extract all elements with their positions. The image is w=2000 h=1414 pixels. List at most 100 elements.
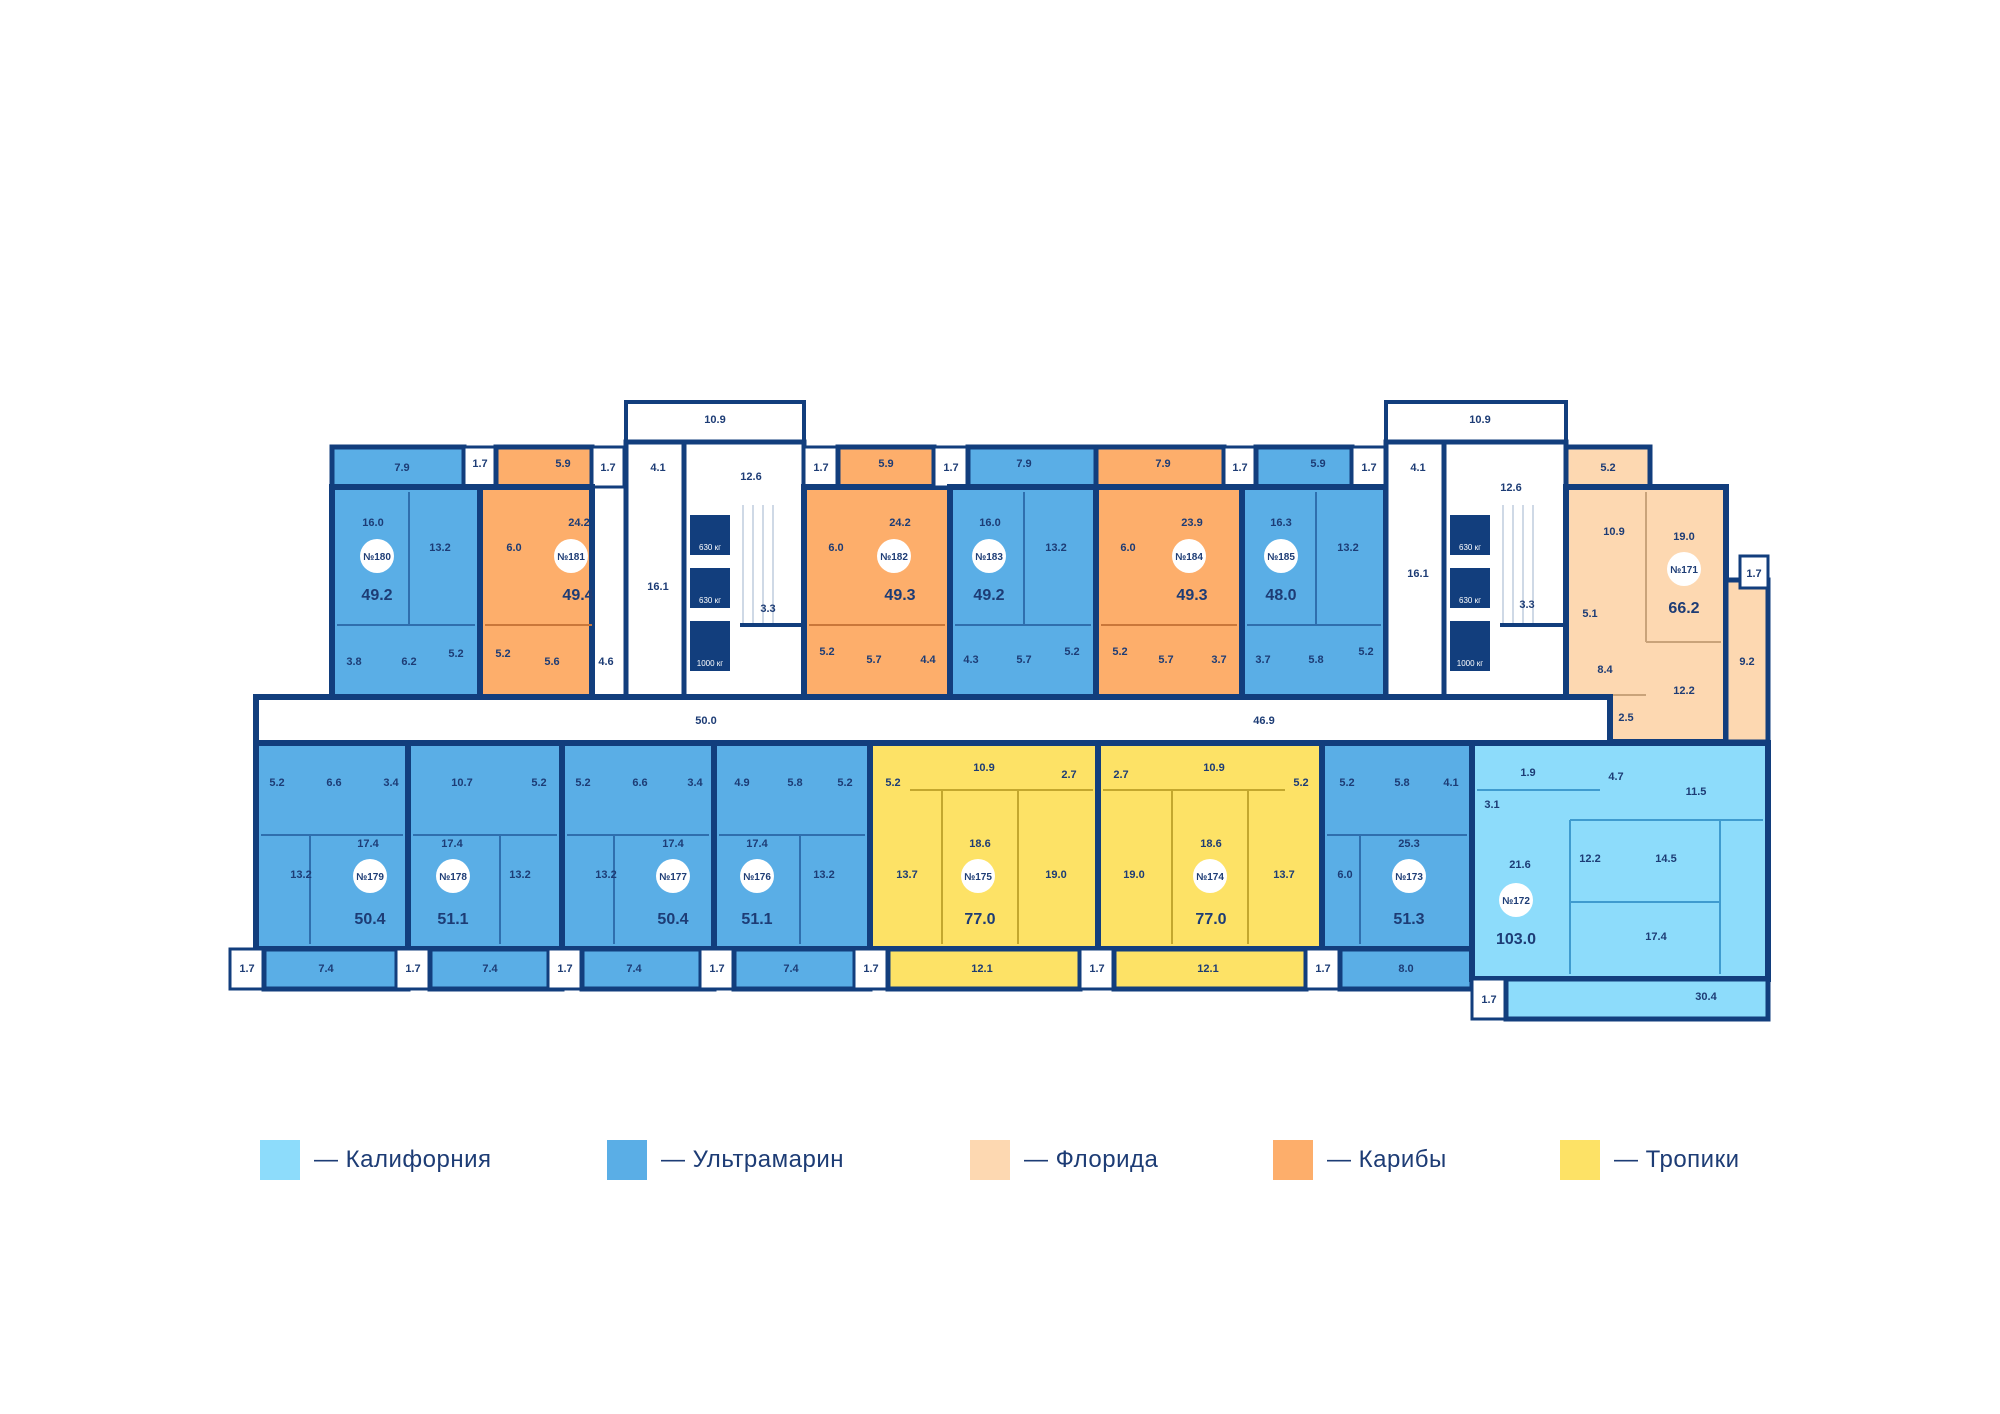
room-label: 17.4 xyxy=(746,838,768,850)
room-label: 2.5 xyxy=(1618,712,1633,724)
room-label: 13.2 xyxy=(290,869,311,881)
room-label: 5.2 xyxy=(531,777,546,789)
room-label: 6.0 xyxy=(1337,869,1352,881)
legend-label: — Калифорния xyxy=(314,1146,492,1173)
lift-630-icon xyxy=(1450,568,1490,608)
room-label: 9.2 xyxy=(1739,656,1754,668)
balcony xyxy=(731,946,873,992)
corridor xyxy=(253,694,1613,746)
room-label: 17.4 xyxy=(441,838,463,850)
legend-item-california: — Калифорния xyxy=(260,1140,492,1180)
room-label: 3.7 xyxy=(1255,654,1270,666)
room-label: 17.4 xyxy=(662,838,684,850)
balcony xyxy=(1563,444,1653,490)
apartment-174[interactable] xyxy=(1078,740,1325,992)
stair-label: 10.9 xyxy=(1469,414,1490,426)
balcony xyxy=(1337,946,1475,992)
corridor-label: 50.0 xyxy=(695,715,716,727)
room-label: 5.6 xyxy=(544,656,559,668)
apartment-body xyxy=(711,740,873,952)
apartment-area: 49.3 xyxy=(1176,587,1207,604)
room-label: 12.2 xyxy=(1673,685,1694,697)
room-label: 10.7 xyxy=(451,777,472,789)
apartment-179[interactable] xyxy=(228,740,411,992)
balcony xyxy=(493,444,595,490)
apartment-number: №171 xyxy=(1670,565,1698,576)
room-label: 18.6 xyxy=(969,838,990,850)
balcony xyxy=(261,946,411,992)
lift-630-icon xyxy=(690,568,730,608)
room-label: 5.2 xyxy=(575,777,590,789)
room-label: 13.2 xyxy=(509,869,530,881)
room-label: 6.6 xyxy=(326,777,341,789)
room-label: 16.0 xyxy=(979,517,1000,529)
apartment-177[interactable] xyxy=(546,740,717,992)
apartment-number: №181 xyxy=(557,552,585,563)
room-label: 13.7 xyxy=(896,869,917,881)
room-label: 6.2 xyxy=(401,656,416,668)
room-label: 5.1 xyxy=(1582,608,1597,620)
hall-label: 12.6 xyxy=(740,471,761,483)
apartment-body xyxy=(801,484,953,700)
apartment-number: №176 xyxy=(743,872,771,883)
stairs-label: 3.3 xyxy=(760,603,775,615)
balcony xyxy=(1093,444,1227,490)
apartment-body xyxy=(1093,484,1245,700)
apartment-180[interactable] xyxy=(329,444,498,700)
apartment-area: 48.0 xyxy=(1265,587,1296,604)
apartment-181[interactable] xyxy=(477,444,626,700)
apartment-area: 103.0 xyxy=(1496,931,1536,948)
lift-block-right xyxy=(1383,439,1569,700)
balcony xyxy=(1503,976,1771,1022)
room-label: 18.6 xyxy=(1200,838,1221,850)
room-label: 13.2 xyxy=(595,869,616,881)
apartment-172[interactable] xyxy=(1469,740,1771,1022)
balcony-label: 5.9 xyxy=(555,458,570,470)
apartment-number: №172 xyxy=(1502,896,1530,907)
room-label: 4.6 xyxy=(598,656,613,668)
room-label: 5.2 xyxy=(448,648,463,660)
room-label: 13.2 xyxy=(1337,542,1358,554)
apartment-area: 66.2 xyxy=(1668,600,1699,617)
apartment-183[interactable] xyxy=(932,444,1099,700)
room-label: 23.9 xyxy=(1181,517,1202,529)
apartment-176[interactable] xyxy=(698,740,873,992)
small-balcony xyxy=(1078,947,1116,991)
balcony-label: 7.4 xyxy=(482,963,498,975)
balcony xyxy=(427,946,565,992)
apartment-175[interactable] xyxy=(852,740,1101,992)
room-label: 1.9 xyxy=(1520,767,1535,779)
hall-label: 12.6 xyxy=(1500,482,1521,494)
balcony-label: 5.9 xyxy=(878,458,893,470)
room-label: 5.2 xyxy=(885,777,900,789)
room-label: 4.1 xyxy=(1443,777,1458,789)
room-label: 19.0 xyxy=(1045,869,1066,881)
apartment-area: 77.0 xyxy=(964,911,995,928)
corridor-label: 46.9 xyxy=(1253,715,1274,727)
room-label: 13.2 xyxy=(429,542,450,554)
balcony-label: 7.9 xyxy=(1155,458,1170,470)
room-label: 2.7 xyxy=(1113,769,1128,781)
apartment-178[interactable] xyxy=(394,740,565,992)
apartment-182[interactable] xyxy=(801,444,953,700)
small-balcony-label: 1.7 xyxy=(1089,963,1104,975)
legend-label: — Тропики xyxy=(1614,1146,1740,1173)
balcony-label: 12.1 xyxy=(971,963,992,975)
apartment-number: №177 xyxy=(659,872,687,883)
apartment-184[interactable] xyxy=(1093,444,1258,700)
room-label: 3.8 xyxy=(346,656,361,668)
room-label: 17.4 xyxy=(357,838,379,850)
small-balcony xyxy=(1738,554,1770,590)
apartment-area: 51.1 xyxy=(741,911,772,928)
small-balcony-label: 1.7 xyxy=(863,963,878,975)
legend-item-ultramarine: — Ультрамарин xyxy=(607,1140,844,1180)
balcony xyxy=(1111,946,1309,992)
legend-item-caribbean: — Карибы xyxy=(1273,1140,1447,1180)
small-balcony-label: 1.7 xyxy=(600,462,615,474)
room-label: 24.2 xyxy=(568,517,589,529)
balcony-label: 7.4 xyxy=(318,963,334,975)
room-label: 16.3 xyxy=(1270,517,1291,529)
apartment-area: 49.2 xyxy=(973,587,1004,604)
legend-item-tropics: — Тропики xyxy=(1560,1140,1739,1180)
room-label: 16.0 xyxy=(362,517,383,529)
